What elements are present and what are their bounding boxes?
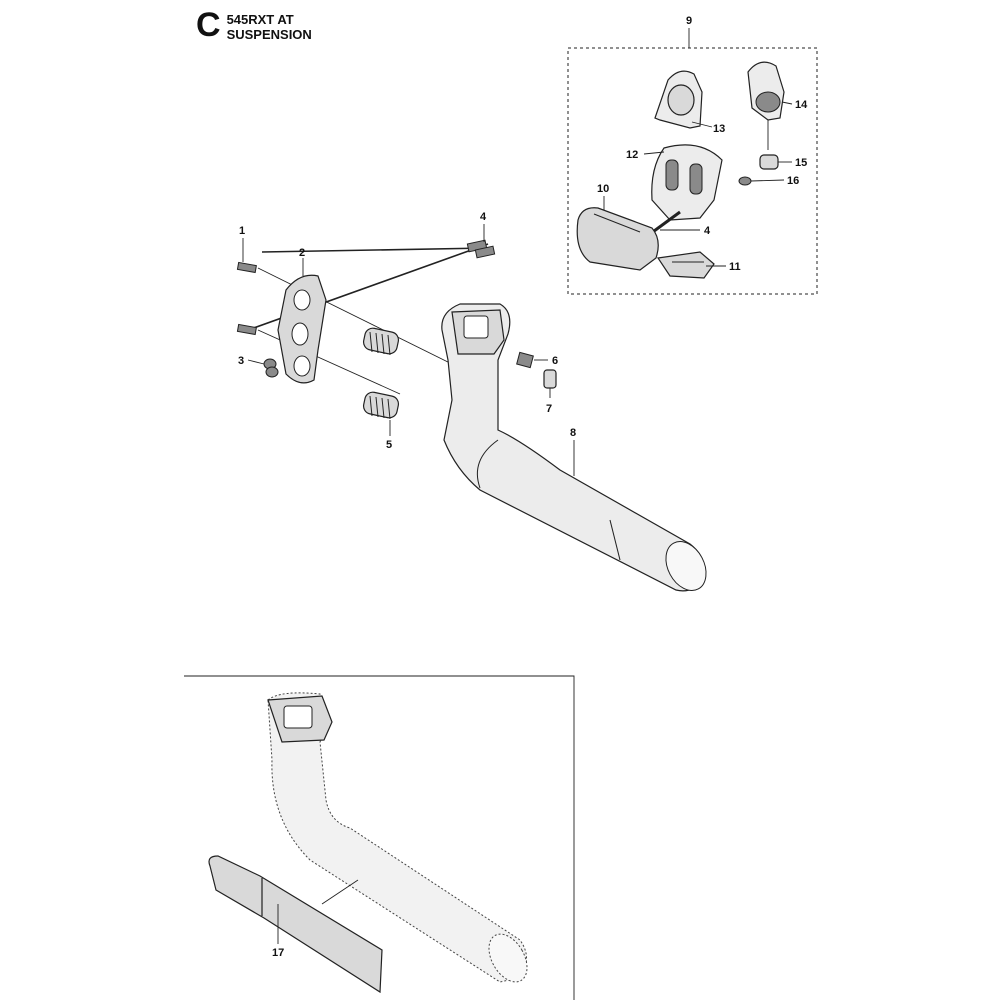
callout-2: 2 — [299, 247, 305, 259]
leader-11 — [691, 121, 713, 128]
callout-10: 12 — [626, 149, 638, 161]
callout-1: 1 — [239, 225, 245, 237]
leader-17-tip — [321, 879, 359, 905]
callout-7: 7 — [546, 403, 552, 415]
callout-4-kit: 4 — [704, 225, 711, 237]
inset-frame — [184, 675, 575, 1000]
part-13-sleeve — [759, 154, 779, 170]
callout-12: 14 — [795, 99, 808, 111]
callout-5: 5 — [386, 439, 392, 451]
part-12-trigger — [747, 61, 785, 121]
title-block: 545RXT AT SUSPENSION — [227, 8, 312, 42]
part-16-switch — [656, 251, 715, 279]
callout-3: 3 — [238, 355, 244, 367]
inset-handle-assembly — [267, 692, 528, 983]
callout-13: 15 — [795, 157, 807, 169]
part-2-bracket — [277, 274, 327, 384]
callout-8: 8 — [570, 427, 576, 439]
callout-6: 6 — [552, 355, 558, 367]
part-8-handle-tube — [441, 303, 707, 592]
callout-14: 16 — [787, 175, 799, 187]
callout-11: 13 — [713, 123, 725, 135]
part-15-grip-cover — [576, 207, 659, 271]
part-17-tube-grip — [208, 855, 383, 994]
part-5-springs — [362, 327, 400, 420]
part-14-washer — [738, 176, 752, 186]
part-10-handle-frame — [651, 144, 723, 221]
part-1-screws — [236, 261, 257, 336]
part-6-square-nut — [516, 351, 534, 369]
part-4-long-bolts — [247, 239, 496, 331]
leader-12 — [781, 101, 793, 105]
section-letter: C — [196, 6, 221, 44]
callout-16: 11 — [729, 261, 741, 273]
leader-14 — [750, 179, 785, 182]
leader-3 — [247, 359, 265, 365]
part-7-sleeve — [543, 369, 557, 389]
diagram-header: C 545RXT AT SUSPENSION — [196, 8, 312, 42]
callout-9: 9 — [686, 15, 692, 27]
section-title: SUSPENSION — [226, 27, 312, 42]
callout-4-main: 4 — [480, 211, 487, 223]
leader-10 — [643, 151, 665, 155]
kit-9-boundary — [567, 47, 818, 295]
callout-17: 17 — [272, 947, 284, 959]
model-name: 545RXT AT — [226, 12, 294, 27]
part-3-nuts — [263, 358, 279, 378]
callout-15: 10 — [597, 183, 609, 195]
part-11-handle-cap — [654, 70, 703, 129]
